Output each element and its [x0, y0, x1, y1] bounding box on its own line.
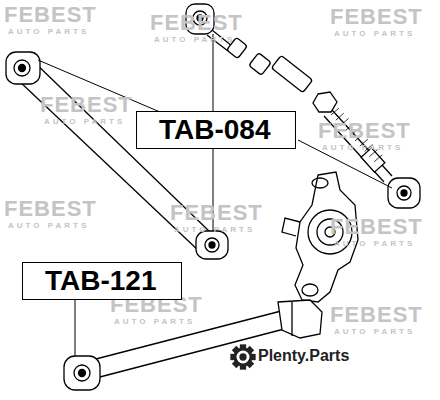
- watermark-text: AUTO PARTS: [114, 317, 195, 326]
- watermark-text: FEBEST: [150, 10, 243, 36]
- watermark-text: AUTO PARTS: [154, 35, 235, 44]
- watermark-text: FEBEST: [330, 302, 423, 328]
- watermark-text: FEBEST: [4, 196, 97, 222]
- watermark-text: AUTO PARTS: [334, 239, 415, 248]
- watermark-text: AUTO PARTS: [174, 225, 255, 234]
- watermark-text: FEBEST: [170, 200, 263, 226]
- watermark-text: FEBEST: [330, 4, 423, 30]
- part-number-box: TAB-084: [136, 111, 296, 149]
- part-number: TAB-084: [159, 114, 273, 146]
- watermark-text: AUTO PARTS: [334, 29, 415, 38]
- watermark-text: AUTO PARTS: [334, 327, 415, 336]
- part-number-box: TAB-121: [22, 262, 182, 300]
- watermark-text: FEBEST: [330, 214, 423, 240]
- watermark-text: FEBEST: [40, 92, 133, 118]
- watermark-text: FEBEST: [318, 118, 411, 144]
- watermark-text: AUTO PARTS: [322, 143, 403, 152]
- part-number: TAB-121: [45, 265, 159, 297]
- watermark-text: FEBEST: [4, 2, 97, 28]
- watermark-text: AUTO PARTS: [8, 221, 89, 230]
- watermark-text: AUTO PARTS: [44, 117, 125, 126]
- brand-name: Plenty.Parts: [258, 347, 349, 365]
- brand-logo: [231, 345, 255, 369]
- watermark-text: AUTO PARTS: [8, 27, 89, 36]
